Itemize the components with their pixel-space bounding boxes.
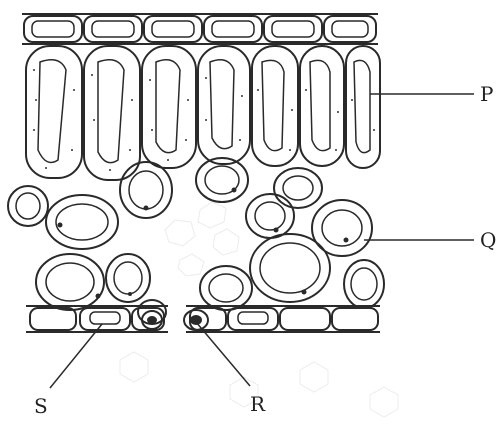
upper-epidermis (22, 14, 378, 44)
leader-line-s (50, 324, 102, 388)
label-q: Q (480, 228, 496, 252)
label-s: S (34, 394, 48, 418)
label-p: P (480, 82, 493, 106)
palisade-mesophyll (26, 46, 380, 180)
guard-cells (142, 310, 208, 330)
leader-lines (50, 94, 474, 388)
label-r: R (250, 392, 266, 416)
spongy-mesophyll (8, 158, 384, 324)
cell-nuclei (58, 188, 349, 299)
